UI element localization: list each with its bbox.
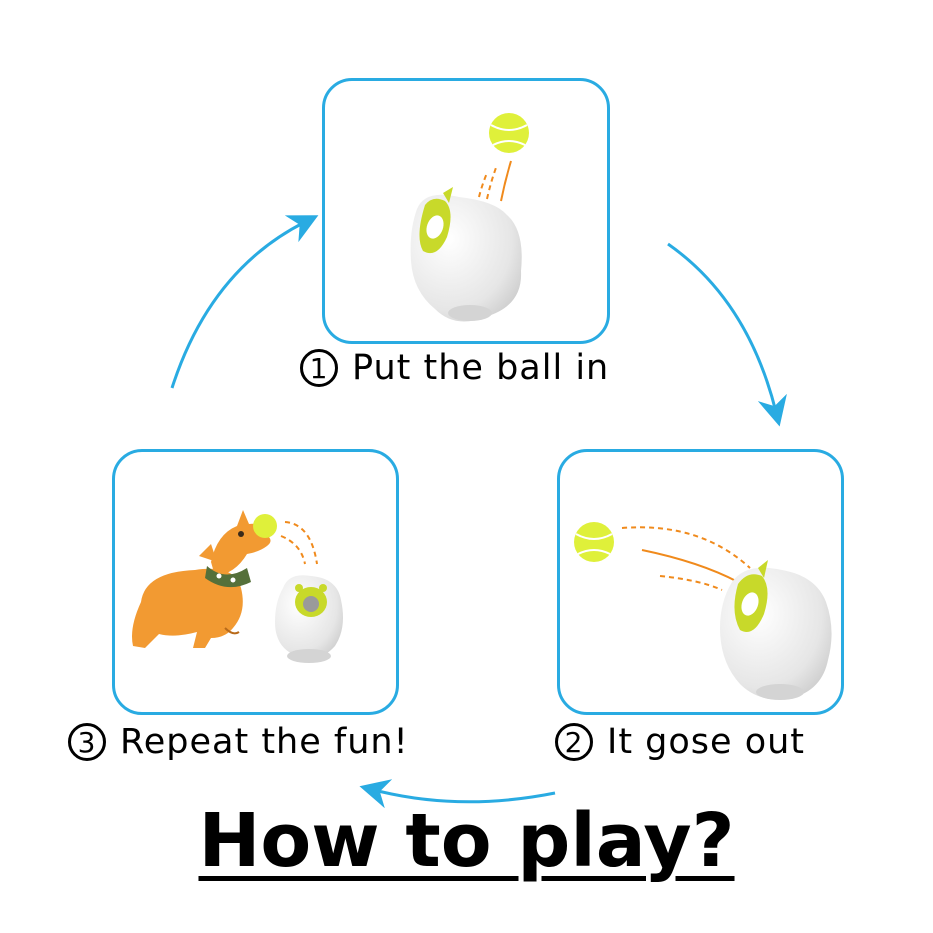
motion-lines [478, 160, 512, 202]
ball-launcher-icon [410, 187, 522, 322]
ball-launcher-icon [275, 575, 343, 663]
arrow-step3-to-step1 [170, 215, 319, 389]
step-label: It gose out [607, 722, 806, 762]
ball-launcher-icon [720, 560, 832, 700]
step-number: 2 [555, 723, 593, 761]
tennis-ball-icon [574, 522, 614, 562]
step-number: 3 [68, 723, 106, 761]
page-title-wrapper: How to play? [0, 798, 933, 884]
step-label: Put the ball in [352, 348, 610, 388]
page-title: How to play? [198, 798, 735, 884]
tennis-ball-icon [489, 113, 529, 153]
motion-lines [621, 526, 751, 591]
step-1-panel [322, 78, 610, 344]
step-1-caption: 1 Put the ball in [300, 348, 609, 388]
step-2-panel [557, 449, 844, 715]
ball-drop-illustration [410, 113, 529, 322]
motion-lines [280, 521, 318, 565]
tennis-ball-icon [253, 514, 277, 538]
step-3-panel [112, 449, 399, 715]
dog-play-illustration [132, 510, 343, 663]
step-2-caption: 2 It gose out [555, 722, 805, 762]
step-number: 1 [300, 349, 338, 387]
arrow-step1-to-step2 [667, 242, 787, 427]
step-3-caption: 3 Repeat the fun! [68, 722, 409, 762]
ball-launch-illustration [574, 522, 832, 700]
arrow-step2-to-step3 [359, 779, 556, 809]
dog-icon [132, 510, 271, 648]
step-label: Repeat the fun! [120, 722, 409, 762]
